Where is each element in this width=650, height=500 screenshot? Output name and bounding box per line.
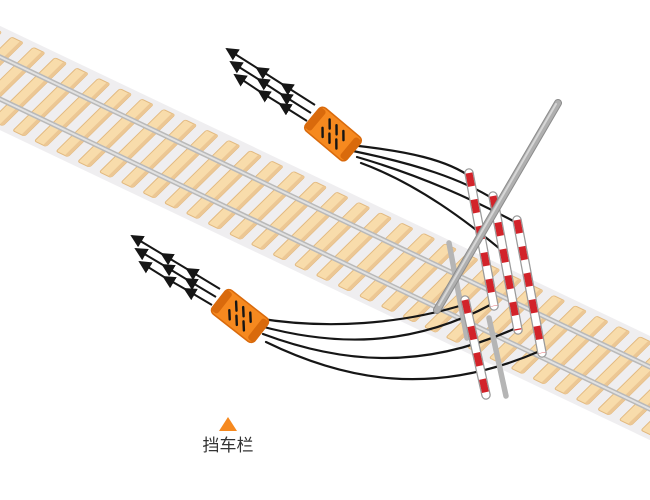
tension-arrow-icon [134, 248, 217, 298]
support-mast-icon [433, 99, 562, 314]
barrier-bar-icon [488, 191, 523, 335]
tension-arrow-icon [225, 47, 316, 106]
cable-icon [347, 143, 474, 180]
cable-icon [359, 161, 508, 256]
rail-upper-highlight [0, 0, 650, 488]
tension-arrow-icon [229, 60, 312, 114]
vehicle-arresting-barrier [433, 99, 562, 400]
cable-icon [261, 326, 518, 360]
energy-absorber-top-icon [303, 106, 363, 162]
tension-arrow-icon [233, 73, 308, 122]
cable-icon [254, 302, 468, 326]
legend-triangle-icon [219, 417, 237, 431]
energy-absorber-bottom-icon [210, 288, 270, 344]
support-post-icon [446, 240, 470, 341]
barrier-bar-icon [512, 215, 547, 358]
cable-icon [355, 155, 521, 226]
anchor-arrows-bottom [130, 234, 221, 306]
legend: 挡车栏 [203, 417, 254, 456]
absorber-hatch [321, 118, 345, 150]
support-post-icon [486, 315, 509, 399]
cable-icon [351, 149, 497, 202]
absorber-hatch [228, 300, 252, 332]
arresting-cables-upper [347, 143, 521, 256]
legend-label: 挡车栏 [203, 436, 254, 456]
rail-lower-highlight [0, 25, 650, 500]
anchor-arrows-top [225, 47, 316, 122]
tension-arrow-icon [130, 234, 221, 290]
barrier-bar-icon [460, 295, 491, 400]
tension-arrow-icon [138, 260, 213, 306]
